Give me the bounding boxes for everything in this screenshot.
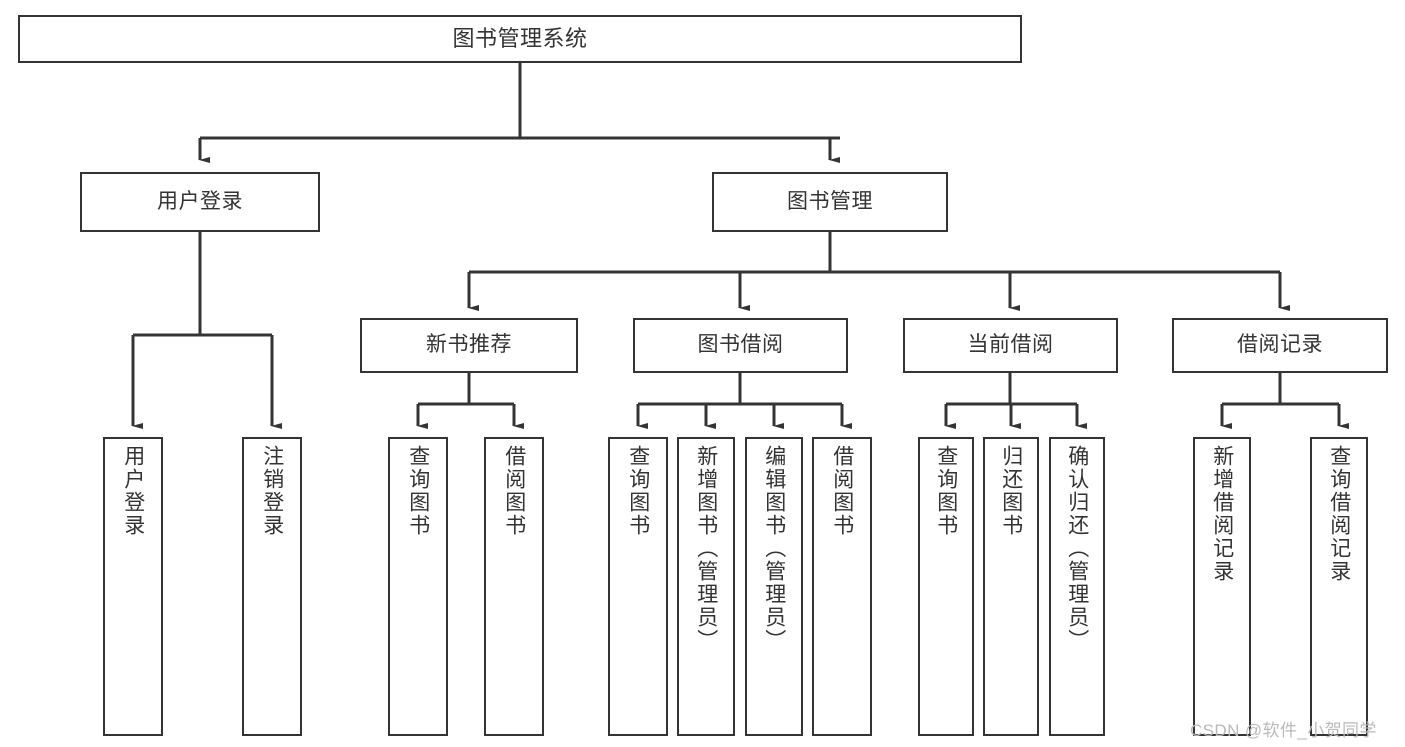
leaf-user-login-label: 用户登录 [121,445,145,537]
leaf-edit-book[interactable]: 编辑图书（管理员） [745,437,803,736]
node-root[interactable]: 图书管理系统 [18,15,1022,63]
leaf-user-login[interactable]: 用户登录 [103,437,163,736]
node-book-borrow[interactable]: 图书借阅 [633,318,848,373]
node-book-manage-label: 图书管理 [787,189,873,213]
node-user-login-label: 用户登录 [157,189,243,213]
leaf-add-record[interactable]: 新增借阅记录 [1193,437,1251,736]
leaf-query-record-label: 查询借阅记录 [1327,445,1351,583]
leaf-query-book-rec-label: 查询图书 [406,445,430,537]
leaf-user-logout-label: 注销登录 [260,445,284,537]
leaf-query-book-current-label: 查询图书 [934,445,958,537]
leaf-query-book-current[interactable]: 查询图书 [918,437,974,736]
leaf-add-record-label: 新增借阅记录 [1210,445,1234,583]
leaf-query-book-borrow-label: 查询图书 [626,445,650,537]
node-new-book-rec[interactable]: 新书推荐 [360,318,578,373]
leaf-borrow-book-rec[interactable]: 借阅图书 [484,437,544,736]
leaf-return-book-label: 归还图书 [999,445,1023,537]
leaf-return-book[interactable]: 归还图书 [983,437,1039,736]
leaf-confirm-return[interactable]: 确认归还（管理员） [1049,437,1105,736]
node-book-borrow-label: 图书借阅 [697,333,784,357]
leaf-add-book[interactable]: 新增图书（管理员） [677,437,735,736]
leaf-query-record[interactable]: 查询借阅记录 [1310,437,1368,736]
node-borrow-record-label: 借阅记录 [1237,333,1323,357]
leaf-user-logout[interactable]: 注销登录 [242,437,302,736]
leaf-edit-book-label: 编辑图书（管理员） [762,445,786,652]
leaf-borrow-book-rec-label: 借阅图书 [502,445,526,537]
leaf-query-book-rec[interactable]: 查询图书 [388,437,448,736]
node-book-manage[interactable]: 图书管理 [712,172,948,232]
leaf-query-book-borrow[interactable]: 查询图书 [608,437,668,736]
leaf-borrow-book-label: 借阅图书 [830,445,854,537]
node-user-login[interactable]: 用户登录 [80,172,320,232]
csdn-watermark: CSDN @软件_小贺同学 [1190,721,1377,740]
node-current-borrow[interactable]: 当前借阅 [903,318,1118,373]
node-borrow-record[interactable]: 借阅记录 [1172,318,1388,373]
leaf-borrow-book[interactable]: 借阅图书 [812,437,872,736]
node-new-book-rec-label: 新书推荐 [426,333,512,357]
node-root-label: 图书管理系统 [452,26,588,52]
node-current-borrow-label: 当前借阅 [967,333,1054,357]
leaf-confirm-return-label: 确认归还（管理员） [1065,445,1089,652]
leaf-add-book-label: 新增图书（管理员） [694,445,718,652]
